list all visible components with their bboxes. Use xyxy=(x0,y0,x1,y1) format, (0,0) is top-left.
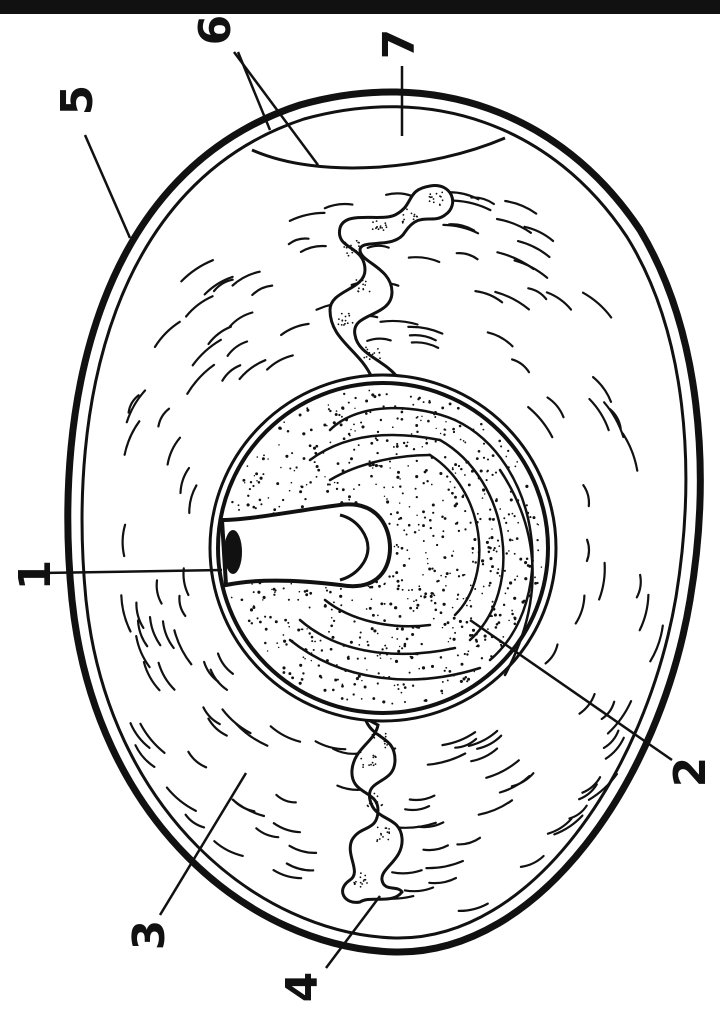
label-4: 4 xyxy=(277,972,328,1003)
chalaza-upper xyxy=(330,186,453,378)
label-5: 5 xyxy=(52,85,103,116)
label-1: 1 xyxy=(10,560,61,591)
chalaza-lower xyxy=(343,718,403,902)
leader-line-5 xyxy=(85,135,130,238)
label-3: 3 xyxy=(124,920,175,951)
leader-line-6a xyxy=(234,52,318,165)
label-7: 7 xyxy=(374,29,425,60)
leader-line-4 xyxy=(326,896,380,968)
top-border-bar xyxy=(0,0,720,14)
label-2: 2 xyxy=(665,757,716,788)
label-6: 6 xyxy=(190,15,241,46)
leader-line-6b xyxy=(238,52,270,130)
leader-line-2 xyxy=(470,620,672,760)
germinal-disc xyxy=(224,530,242,574)
air-cell xyxy=(252,138,505,168)
latebra xyxy=(222,504,390,586)
